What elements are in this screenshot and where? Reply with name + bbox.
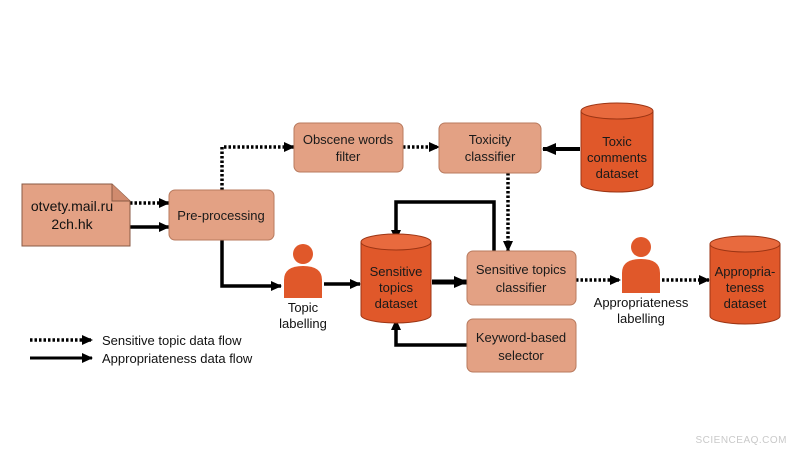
legend-sensitive-flow-label: Sensitive topic data flow bbox=[102, 333, 242, 348]
person-icon bbox=[284, 244, 322, 298]
document-icon bbox=[21, 183, 131, 247]
appropriateness-dataset-label-1: Appropria- bbox=[715, 264, 776, 279]
preprocessing-box: Pre-processing bbox=[168, 189, 275, 241]
edge-preprocessing-to-obscene-filter bbox=[220, 142, 295, 190]
topic-labelling-label-2: labelling bbox=[279, 316, 327, 331]
watermark: SCIENCEAQ.COM bbox=[695, 435, 787, 446]
toxicity-classifier-label-2: classifier bbox=[465, 149, 516, 164]
appropriateness-labelling-label-2: labelling bbox=[617, 311, 665, 326]
appropriateness-labelling-label-1: Appropriateness bbox=[594, 295, 689, 310]
toxic-dataset-label-2: comments bbox=[587, 150, 647, 165]
sensitive-classifier-label-2: classifier bbox=[496, 280, 547, 295]
person-icon bbox=[622, 237, 660, 293]
toxic-dataset-label-3: dataset bbox=[596, 166, 639, 181]
database-icon bbox=[360, 242, 432, 324]
toxic-dataset-label-1: Toxic bbox=[602, 134, 632, 149]
topic-labelling-label-1: Topic bbox=[288, 300, 319, 315]
sensitive-dataset-label-2: topics bbox=[379, 280, 413, 295]
appropriateness-labelling-person: Appropriateness labelling bbox=[594, 237, 689, 326]
appropriateness-dataset: Appropria- teness dataset bbox=[709, 235, 781, 325]
appropriateness-dataset-label-3: dataset bbox=[724, 296, 767, 311]
source-document: otvety.mail.ru 2ch.hk bbox=[21, 183, 131, 247]
sensitive-classifier-box: Sensitive topics classifier bbox=[466, 250, 577, 306]
sensitive-dataset-label-3: dataset bbox=[375, 296, 418, 311]
sensitive-topics-dataset: Sensitive topics dataset bbox=[360, 233, 432, 324]
preprocessing-label: Pre-processing bbox=[177, 208, 264, 223]
sensitive-dataset-label-1: Sensitive bbox=[370, 264, 423, 279]
legend-appropriateness-flow-label: Appropriateness data flow bbox=[102, 351, 253, 366]
keyword-selector-box: Keyword-based selector bbox=[466, 318, 577, 373]
database-icon bbox=[709, 244, 781, 325]
toxicity-classifier-label-1: Toxicity bbox=[469, 132, 512, 147]
toxic-comments-dataset: Toxic comments dataset bbox=[580, 102, 654, 193]
toxicity-classifier-box: Toxicity classifier bbox=[438, 122, 542, 174]
database-icon bbox=[580, 111, 654, 193]
legend: Sensitive topic data flow Appropriatenes… bbox=[30, 333, 253, 366]
source-line-2: 2ch.hk bbox=[51, 216, 93, 232]
keyword-selector-label-1: Keyword-based bbox=[476, 330, 566, 345]
edge-classifier-feedback-to-dataset bbox=[391, 200, 496, 251]
edge-preprocessing-to-topic-labelling bbox=[220, 240, 282, 291]
obscene-filter-label-2: filter bbox=[336, 149, 361, 164]
topic-labelling-person: Topic labelling bbox=[279, 244, 327, 331]
obscene-filter-box: Obscene words filter bbox=[293, 122, 404, 173]
sensitive-classifier-label-1: Sensitive topics bbox=[476, 262, 567, 277]
edge-keyword-selector-to-dataset bbox=[391, 319, 467, 347]
appropriateness-dataset-label-2: teness bbox=[726, 280, 765, 295]
keyword-selector-label-2: selector bbox=[498, 348, 544, 363]
obscene-filter-label-1: Obscene words bbox=[303, 132, 394, 147]
source-line-1: otvety.mail.ru bbox=[31, 198, 113, 214]
